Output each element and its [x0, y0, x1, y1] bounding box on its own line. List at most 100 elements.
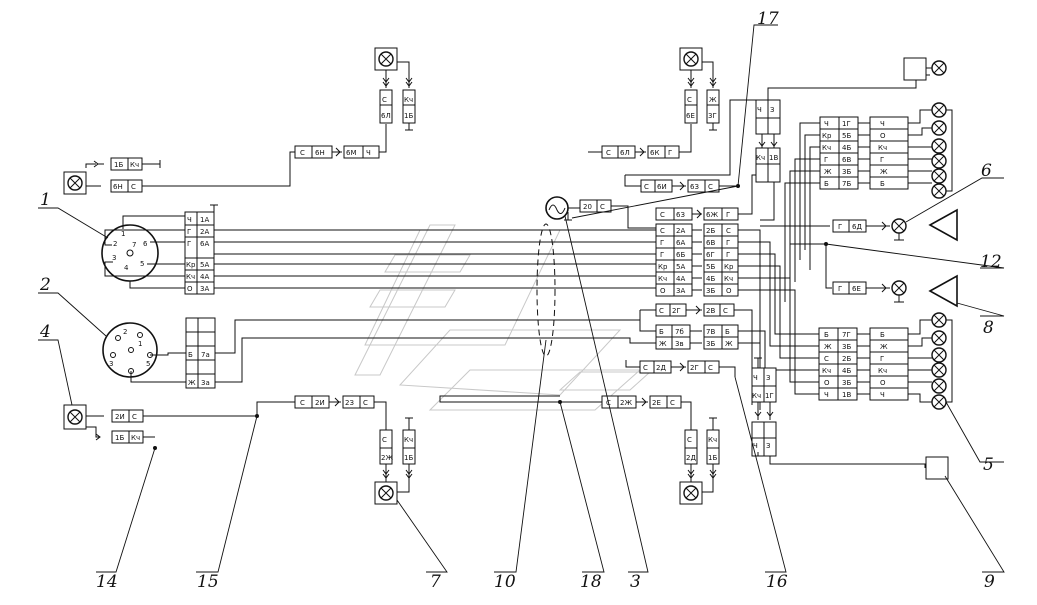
hub-color: Б: [725, 328, 730, 336]
svg-text:2: 2: [113, 240, 117, 248]
pin-label: 2Е: [652, 399, 661, 407]
socket-1-color: Г: [187, 228, 191, 236]
hub-pin: 3в: [675, 340, 684, 348]
wire-color: Кч: [404, 436, 413, 444]
svg-text:7: 7: [132, 241, 136, 249]
vertical-connector-top-right: Ч З Кч 1В: [755, 57, 947, 221]
socket-1-pin: 3А: [200, 285, 209, 293]
rear-pin: 2Б: [842, 355, 851, 363]
svg-text:1: 1: [121, 230, 125, 238]
socket-1-color: Ч: [187, 216, 192, 224]
callout-7: 7: [430, 572, 441, 592]
wire-color: Ч: [753, 442, 758, 450]
hub-color: Б: [659, 328, 664, 336]
rear-out: Ж: [880, 168, 888, 176]
callout-1: 1: [40, 190, 51, 210]
pin-label: 2Г: [672, 307, 681, 315]
wire-color: С: [708, 183, 713, 191]
wire-color: С: [131, 183, 136, 191]
hub-color: С: [660, 227, 665, 235]
hub-pin: 3А: [676, 287, 685, 295]
hub-connector: С 6З 6Ж Г С 2А 2Б С Г 6А 6В Г Г 6Б 6Г Г …: [625, 207, 739, 377]
pin-label: 2Г: [690, 364, 699, 372]
hub-pin: 6В: [706, 239, 715, 247]
background-outline: [354, 224, 652, 411]
side-marker-8: Г 6Е: [832, 274, 958, 308]
hub-color: Г: [726, 211, 730, 219]
rear-color: Кч: [822, 144, 831, 152]
rear-color: О: [824, 379, 830, 387]
wire-color: С: [659, 307, 664, 315]
rear-out: О: [880, 379, 886, 387]
socket-1-pin: 2А: [200, 228, 209, 236]
wire-color: Кч: [752, 392, 761, 400]
hub-color: Кч: [658, 275, 667, 283]
callout-8: 8: [983, 318, 994, 338]
hub-color: Г: [660, 239, 664, 247]
socket-2-color: Ж: [188, 379, 196, 387]
pin-label: З: [766, 374, 771, 382]
wire-color: С: [382, 96, 387, 104]
hub-color: С: [660, 211, 665, 219]
callout-3: 3: [630, 572, 641, 592]
pin-label: 6И: [657, 183, 667, 191]
wire-color: Кч: [756, 154, 765, 162]
wire-color: Г: [668, 149, 672, 157]
svg-text:3: 3: [112, 254, 116, 262]
rear-pin: 1В: [842, 391, 851, 399]
socket-2-color: Б: [188, 351, 193, 359]
socket-2-pin: 7а: [201, 351, 210, 359]
connector-20: 20 С: [579, 199, 656, 229]
pin-label: 2З: [345, 399, 354, 407]
pin-label: 6Д: [852, 223, 862, 231]
hub-pin: 2А: [676, 227, 685, 235]
rear-out: Ч: [880, 391, 885, 399]
hub-pin: 3Б: [706, 340, 715, 348]
wire-color: С: [687, 436, 692, 444]
wire-color: Ч: [366, 149, 371, 157]
rear-pin: 1Г: [842, 120, 851, 128]
rear-pin: 5Б: [842, 132, 851, 140]
pin-label: 2Д: [686, 454, 696, 462]
pin-label: 20: [583, 203, 592, 211]
socket-1-color: Г: [187, 240, 191, 248]
hub-pin: 6З: [676, 211, 685, 219]
hub-color: О: [726, 287, 732, 295]
rear-color: Г: [824, 156, 828, 164]
lamp-column-bottom: [931, 312, 953, 410]
rear-color: Б: [824, 331, 829, 339]
hub-pin: 6А: [676, 239, 685, 247]
wire-color: С: [606, 149, 611, 157]
wire-color: С: [300, 149, 305, 157]
pin-label: 2В: [706, 307, 715, 315]
rear-out: Ч: [880, 120, 885, 128]
rear-out: Б: [880, 331, 885, 339]
rear-out: Кч: [878, 367, 887, 375]
rear-color: Кр: [822, 132, 832, 140]
connector-6i-6z: С 6И 6З С: [624, 175, 740, 193]
wire-color: С: [643, 364, 648, 372]
rear-out: Г: [880, 156, 884, 164]
side-marker-6: Г 6Д: [832, 208, 958, 242]
callout-5: 5: [983, 455, 994, 475]
pin-label: 6Е: [686, 112, 695, 120]
svg-text:4: 4: [124, 264, 129, 272]
pin-label: 2Д: [656, 364, 666, 372]
socket-1-pin: 4А: [200, 273, 209, 281]
lamp-top-2: С 6Е Ж 3Г: [679, 47, 720, 131]
rear-color: Б: [824, 180, 829, 188]
wire-color: С: [708, 364, 713, 372]
callout-10: 10: [494, 572, 516, 592]
wire-bundle-right: [734, 174, 832, 410]
callout-16: 16: [766, 572, 788, 592]
wire-color: С: [132, 413, 137, 421]
wire-color: Ж: [709, 96, 717, 104]
rear-pin: 4Б: [842, 144, 851, 152]
rear-out: Б: [880, 180, 885, 188]
socket-1-color: Кр: [186, 261, 196, 269]
wire-color: С: [670, 399, 675, 407]
hub-pin: 4А: [676, 275, 685, 283]
flasher-unit: [545, 196, 580, 221]
pin-label: 1В: [769, 154, 778, 162]
